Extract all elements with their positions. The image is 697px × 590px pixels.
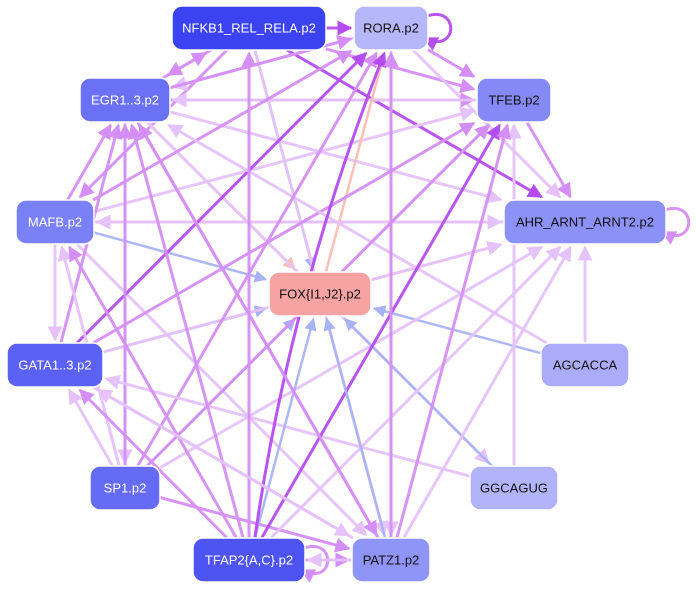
edge-52 (104, 374, 471, 478)
edge-67 (138, 123, 380, 539)
node-label: TFAP2{A,C}.p2 (205, 553, 293, 568)
edge-1 (421, 12, 453, 51)
node-4[interactable]: MAFB.p2 (15, 199, 95, 245)
node-box (171, 5, 327, 51)
node-label: GATA1..3.p2 (18, 358, 91, 373)
node-label: AGCACCA (553, 358, 618, 373)
edge-70 (402, 245, 572, 539)
edge-50 (67, 388, 114, 467)
edge-28 (525, 121, 572, 199)
node-8[interactable]: AGCACCA (540, 342, 630, 388)
node-box (192, 537, 306, 583)
edge-45 (136, 51, 378, 467)
node-label: FOX{I1,J2}.p2 (279, 287, 361, 302)
node-label: GGCAGUG (480, 481, 548, 496)
edge-54 (253, 317, 317, 539)
node-box (268, 271, 372, 317)
node-5[interactable]: AHR_ARNT_ARNT2.p2 (503, 199, 667, 245)
edge-56 (260, 123, 501, 539)
node-box (476, 77, 552, 123)
edge-33 (324, 51, 388, 273)
edge-21 (66, 123, 112, 201)
edge-47 (159, 245, 544, 470)
node-6[interactable]: FOX{I1,J2}.p2 (268, 271, 372, 317)
edge-29 (659, 206, 691, 245)
edge-69 (96, 388, 354, 540)
node-12[interactable]: PATZ1.p2 (351, 537, 431, 583)
edge-59 (269, 245, 562, 540)
node-3[interactable]: TFEB.p2 (476, 77, 552, 123)
node-box (15, 199, 95, 245)
edge-37 (92, 121, 476, 345)
node-10[interactable]: GGCAGUG (469, 465, 559, 511)
node-label: SP1.p2 (104, 481, 147, 496)
node-1[interactable]: RORA.p2 (353, 5, 429, 51)
node-label: MAFB.p2 (28, 215, 82, 230)
node-label: TFEB.p2 (488, 93, 539, 108)
node-label: AHR_ARNT_ARNT2.p2 (516, 215, 654, 230)
node-box (469, 465, 559, 511)
edge-22 (92, 49, 353, 202)
node-box (79, 77, 171, 123)
edge-23 (93, 106, 476, 214)
node-box (351, 537, 431, 583)
node-9[interactable]: SP1.p2 (89, 465, 161, 511)
node-11[interactable]: TFAP2{A,C}.p2 (192, 537, 306, 583)
node-label: PATZ1.p2 (363, 553, 420, 568)
node-box (6, 342, 104, 388)
edge-51 (344, 318, 493, 467)
edge-64 (323, 317, 387, 539)
edge-42 (167, 123, 548, 345)
edge-7 (78, 48, 229, 199)
edge-11 (411, 48, 562, 199)
node-7[interactable]: GATA1..3.p2 (6, 342, 104, 388)
edge-25 (93, 231, 268, 283)
node-label: NFKB1_REL_RELA.p2 (182, 21, 316, 36)
node-0[interactable]: NFKB1_REL_RELA.p2 (171, 5, 327, 51)
node-box (503, 199, 667, 245)
edge-65 (395, 123, 512, 539)
node-box (89, 465, 161, 511)
edge-9 (427, 48, 476, 78)
node-box (540, 342, 630, 388)
edge-60 (68, 245, 238, 539)
edges-layer (47, 12, 691, 583)
edge-3 (162, 51, 208, 80)
edge-57 (128, 123, 245, 539)
edge-61 (78, 388, 229, 540)
node-label: EGR1..3.p2 (91, 93, 159, 108)
node-label: RORA.p2 (363, 21, 419, 36)
node-2[interactable]: EGR1..3.p2 (79, 77, 171, 123)
edge-49 (159, 496, 351, 553)
node-box (353, 5, 429, 51)
edge-16 (169, 110, 503, 204)
edge-5 (286, 48, 544, 199)
